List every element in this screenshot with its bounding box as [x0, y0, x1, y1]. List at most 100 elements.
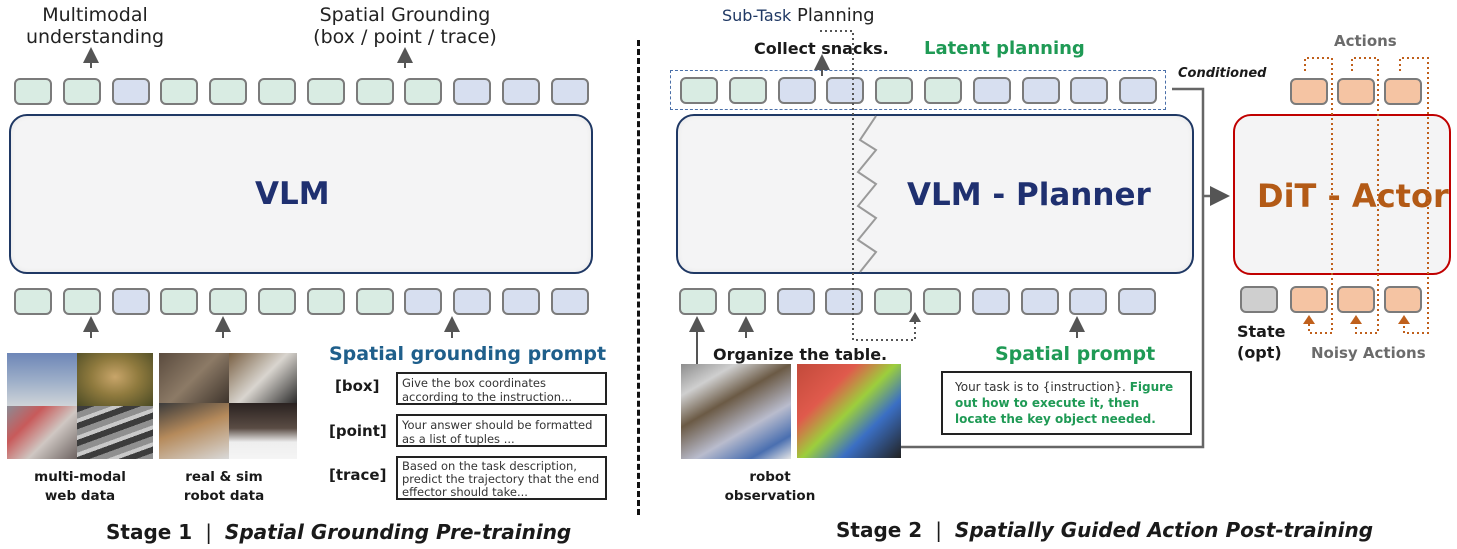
- input-token-green: [727, 288, 766, 315]
- state-label-line2: (opt): [1237, 343, 1282, 362]
- subtask-planning-label: Sub-Task Planning: [722, 5, 875, 26]
- robot-tray-photo: [159, 403, 229, 459]
- token-blue: [404, 288, 443, 315]
- denoise-loops: [1304, 57, 1429, 334]
- token-green: [14, 288, 52, 315]
- spatial-prompt-highlight-text: Figure out how to execute it, then locat…: [955, 380, 1174, 426]
- bonsai-tree-photo: [7, 353, 77, 406]
- robot-observation-line2: observation: [724, 488, 816, 504]
- web-data-caption-line2: web data: [44, 488, 116, 504]
- latent-token-blue: [1070, 77, 1109, 104]
- stage2-number: Stage 2: [836, 518, 923, 542]
- vlm-title: VLM: [255, 176, 330, 212]
- stage1-title: Spatial Grounding Pre-training: [224, 520, 572, 544]
- action-token-orange: [1337, 78, 1375, 105]
- noisy-arrowhead-1: [1303, 315, 1315, 324]
- robot-observation-line1: robot: [749, 469, 791, 485]
- latent-token-blue: [972, 77, 1011, 104]
- multimodal-line1: Multimodal: [42, 4, 148, 26]
- stage2-caption: Stage 2 | Spatially Guided Action Post-t…: [836, 518, 1373, 542]
- trace-tag: [trace]: [329, 466, 387, 484]
- token-green: [258, 78, 296, 105]
- race-track-photo: [77, 406, 153, 459]
- latent-token-blue: [1021, 77, 1060, 104]
- token-blue: [453, 288, 492, 315]
- input-token-blue: [776, 288, 815, 315]
- token-green: [258, 288, 296, 315]
- latent-token-blue: [1119, 77, 1158, 104]
- state-label-line1: State: [1237, 322, 1286, 341]
- latent-token-green: [924, 77, 962, 104]
- web-data-collage: [7, 353, 153, 459]
- input-token-green: [679, 288, 717, 315]
- action-token-orange: [1290, 78, 1328, 105]
- stage2-separator: |: [935, 518, 942, 542]
- box-tag: [box]: [335, 377, 380, 395]
- input-token-blue: [1069, 288, 1108, 315]
- robot-cat-photo: [229, 353, 297, 403]
- robot-data-collage: [159, 353, 297, 459]
- point-tag: [point]: [329, 422, 387, 440]
- spatial-grounding-output-label: Spatial Grounding (box / point / trace): [300, 4, 510, 48]
- mona-lisa-painting: [77, 353, 153, 406]
- token-blue: [550, 288, 589, 315]
- input-token-blue: [971, 288, 1010, 315]
- multimodal-output-label: Multimodal understanding: [20, 4, 170, 48]
- input-token-green: [923, 288, 961, 315]
- stage1-caption: Stage 1 | Spatial Grounding Pre-training: [106, 520, 571, 544]
- input-token-blue: [825, 288, 864, 315]
- state-token: [1240, 286, 1278, 313]
- noisy-actions-label: Noisy Actions: [1311, 344, 1426, 362]
- noisy-action-token-orange: [1384, 286, 1422, 313]
- token-green: [209, 288, 248, 315]
- latent-token-green: [680, 77, 718, 104]
- street-signs-photo: [7, 406, 77, 459]
- vlm-planner-block: [676, 114, 1194, 274]
- state-label: State (opt): [1237, 321, 1285, 363]
- web-data-caption: multi-modal web data: [20, 468, 140, 506]
- action-token-orange: [1384, 78, 1422, 105]
- token-blue: [453, 78, 492, 105]
- stage1-separator: |: [205, 520, 212, 544]
- spatial-prompt-box: Your task is to {instruction}. Figure ou…: [941, 371, 1192, 435]
- sim-kitchen-photo: [229, 403, 297, 459]
- latent-token-green: [875, 77, 914, 104]
- token-blue: [111, 288, 150, 315]
- token-green: [160, 78, 199, 105]
- trace-prompt: Based on the task description, predict t…: [396, 456, 607, 500]
- spatial-line1: Spatial Grounding: [319, 4, 491, 26]
- conditioned-connector: [901, 87, 1205, 449]
- subtask-label-part2: Planning: [791, 5, 875, 26]
- subtask-loop-arrowhead: [909, 312, 921, 322]
- collect-snacks-label: Collect snacks.: [754, 39, 889, 58]
- robot-observation-caption: robot observation: [710, 468, 830, 506]
- dit-actor-block: [1233, 114, 1451, 275]
- spatial-line2: (box / point / trace): [313, 26, 497, 48]
- robot-data-caption-line2: robot data: [183, 488, 265, 504]
- token-green: [306, 78, 345, 105]
- subtask-label-part1: Sub-Task: [722, 6, 792, 25]
- subtask-dotted-loop: [820, 30, 916, 341]
- input-token-green: [874, 288, 913, 315]
- box-prompt: Give the box coordinates according to th…: [396, 372, 607, 405]
- point-prompt: Your answer should be formatted as a lis…: [396, 414, 607, 447]
- token-green: [306, 288, 345, 315]
- token-green: [160, 288, 199, 315]
- token-green: [14, 78, 52, 105]
- dit-actor-title: DiT - Actor: [1257, 177, 1449, 215]
- token-green: [404, 78, 443, 105]
- spatial-grounding-prompt-heading: Spatial grounding prompt: [329, 343, 607, 365]
- token-green: [209, 78, 248, 105]
- robot-data-caption: real & sim robot data: [164, 468, 284, 506]
- token-green: [62, 288, 101, 315]
- token-blue: [111, 78, 150, 105]
- instruction-label: Organize the table.: [713, 345, 888, 364]
- robot-table-photo: [681, 364, 791, 459]
- token-green: [62, 78, 101, 105]
- gripper-snacks-photo: [797, 364, 901, 458]
- latent-token-group-outline: [670, 70, 1166, 110]
- vlm-block: [9, 114, 593, 274]
- latent-token-green: [728, 77, 767, 104]
- spatial-prompt-plain-text: Your task is to {instruction}.: [955, 380, 1130, 394]
